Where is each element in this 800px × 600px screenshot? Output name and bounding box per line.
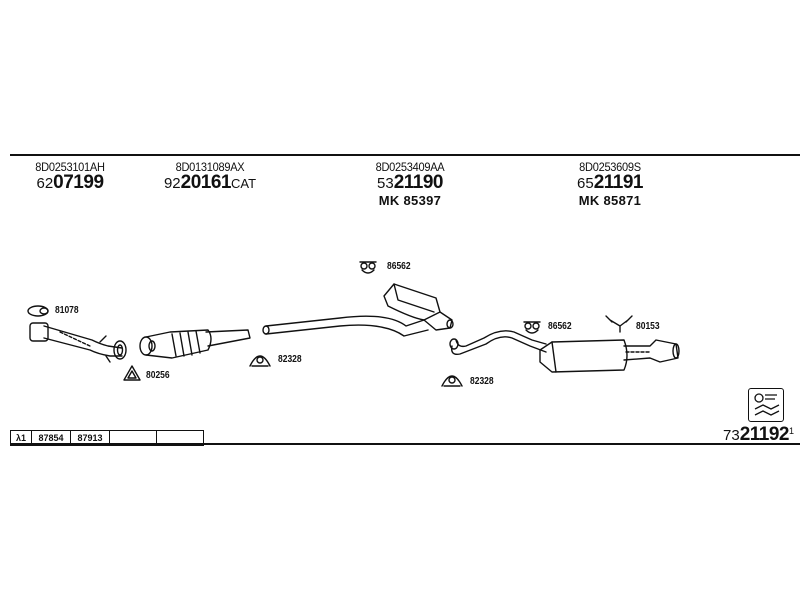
callout-86562-top: 86562	[387, 261, 411, 272]
mounting-kit: MK 85871	[578, 193, 642, 208]
accessory-cell	[157, 431, 203, 445]
mounting-kit: MK 85397	[378, 193, 442, 208]
gasket-81078[interactable]	[27, 305, 49, 317]
part-header-middle-silencer: 8D0253409AA 5321190 MK 85397	[345, 160, 475, 208]
part-number: 6207199	[36, 172, 104, 193]
bracket-80153[interactable]	[605, 315, 633, 333]
callout-82328-left: 82328	[278, 354, 302, 365]
part-number: 5321190	[377, 172, 443, 193]
callout-80256: 80256	[146, 370, 170, 381]
catalytic-converter[interactable]	[139, 329, 251, 359]
part-number: 6521191	[577, 172, 643, 193]
rear-pipe-silencer[interactable]	[449, 330, 680, 373]
part-header-rear-silencer: 8D0253609S 6521191 MK 85871	[545, 160, 675, 208]
clamp-82328-right[interactable]	[441, 375, 463, 387]
hanger-86562-right[interactable]	[523, 321, 541, 334]
front-pipe[interactable]	[29, 322, 127, 363]
accessory-cell[interactable]: 87913	[71, 431, 110, 445]
callout-82328-right: 82328	[470, 376, 494, 387]
oe-number: 8D0253609S	[579, 160, 641, 174]
accessory-table: λ1 87854 87913	[10, 430, 204, 446]
oe-number: 8D0253101AH	[35, 160, 105, 174]
callout-86562-right: 86562	[548, 321, 572, 332]
hanger-86562-top[interactable]	[359, 261, 377, 274]
callout-80153: 80153	[636, 321, 660, 332]
part-header-front-pipe: 8D0253101AH 6207199	[10, 160, 130, 193]
middle-pipe-silencer[interactable]	[262, 283, 454, 337]
oe-number: 8D0131089AX	[175, 160, 245, 174]
exhaust-set-icon	[748, 388, 784, 422]
part-header-catalyst: 8D0131089AX 9220161CAT	[150, 160, 270, 193]
bottom-divider	[10, 443, 800, 445]
top-divider	[10, 154, 800, 156]
set-number: 73211921	[723, 424, 794, 445]
callout-81078: 81078	[55, 305, 79, 316]
clamp-82328-left[interactable]	[249, 355, 271, 367]
accessory-cell	[110, 431, 157, 445]
oe-number: 8D0253409AA	[375, 160, 445, 174]
part-number: 9220161CAT	[163, 172, 257, 193]
lambda-cell: λ1	[11, 431, 32, 445]
accessory-cell[interactable]: 87854	[32, 431, 71, 445]
clamp-80256[interactable]	[123, 365, 141, 381]
